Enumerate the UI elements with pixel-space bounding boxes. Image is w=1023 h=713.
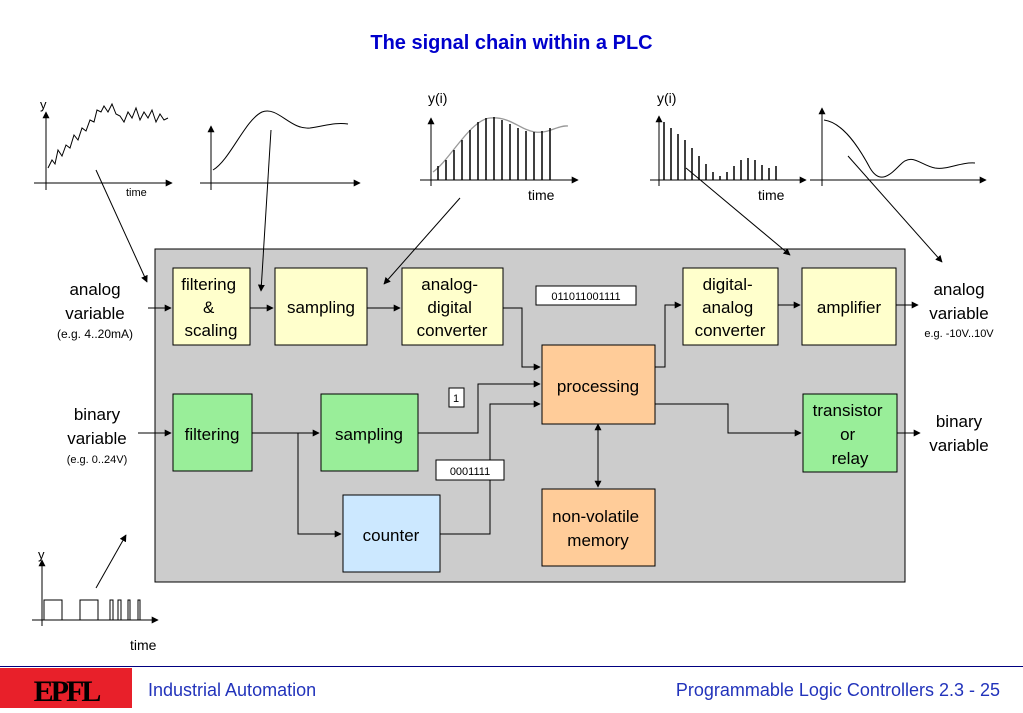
svg-text:variable: variable [929, 304, 989, 323]
svg-text:filtering & scalin: filtering & scaling [181, 275, 241, 340]
pointer-arrow-5 [847, 155, 943, 263]
counter-block: counter [342, 494, 441, 573]
processing-block: processing [541, 344, 656, 425]
analog-input-label: analog variable (e.g. 4..20mA) [57, 280, 133, 341]
svg-text:amplifier: amplifier [817, 298, 882, 317]
filtering-binary-block: filtering [172, 393, 253, 472]
svg-text:transistor or rela: transistor or relay [813, 401, 888, 468]
pointer-arrow-3 [383, 197, 461, 285]
pointer-arrow-2 [257, 129, 272, 292]
svg-text:variable: variable [929, 436, 989, 455]
sampling-analog-block: sampling [274, 267, 368, 346]
svg-text:(e.g. 4..20mA): (e.g. 4..20mA) [57, 327, 133, 341]
graph-binary-pulses: y time [32, 547, 159, 653]
footer-slide-info: Programmable Logic Controllers 2.3 - 25 [675, 680, 1000, 700]
binary-bit-box: 1 [448, 387, 465, 408]
svg-text:variable: variable [65, 304, 125, 323]
svg-text:e.g. -10V..10V: e.g. -10V..10V [924, 328, 994, 340]
graph3-yi-label: y(i) [428, 90, 447, 106]
pointer-arrow-6 [95, 534, 127, 589]
pointer-arrow-1 [95, 169, 148, 283]
graph6-y-label: y [38, 547, 45, 562]
svg-text:processing: processing [557, 377, 639, 396]
svg-text:0001111: 0001111 [450, 466, 490, 478]
pointer-arrow-4 [685, 167, 791, 256]
svg-text:sampling: sampling [335, 425, 403, 444]
signal-chain-diagram: y time y(i) time [32, 90, 994, 653]
footer-divider [0, 666, 1023, 667]
svg-text:analog: analog [69, 280, 120, 299]
svg-text:analog- digital co: analog- digital converter [417, 275, 488, 340]
amplifier-block: amplifier [801, 267, 897, 346]
plc-panel [154, 248, 906, 583]
graph-analog-output [810, 107, 987, 186]
graph1-time-label: time [126, 187, 147, 199]
graph1-y-label: y [40, 97, 47, 112]
graph-output-samples: y(i) time [650, 90, 807, 203]
footer-course-title: Industrial Automation [148, 680, 317, 700]
memory-block: non-volatile memory [541, 488, 656, 567]
svg-text:1: 1 [453, 393, 459, 405]
svg-text:sampling: sampling [287, 298, 355, 317]
graph6-time-label: time [130, 637, 157, 653]
page-title: The signal chain within a PLC [370, 32, 653, 54]
binary-input-label: binary variable (e.g. 0..24V) [67, 405, 128, 466]
svg-text:variable: variable [67, 429, 127, 448]
graph-noisy-analog: y time [34, 97, 173, 199]
graph4-yi-label: y(i) [657, 90, 676, 106]
graph-smooth-analog [200, 110, 361, 190]
svg-text:binary: binary [936, 412, 983, 431]
svg-text:binary: binary [74, 405, 121, 424]
digital-word-box: 011011001111 [535, 285, 637, 306]
svg-text:digital- analog co: digital- analog converter [695, 275, 766, 340]
svg-text:filtering: filtering [185, 425, 240, 444]
sampling-binary-block: sampling [320, 393, 419, 472]
filtering-scaling-block: filtering & scaling [172, 267, 251, 346]
counter-word-box: 0001111 [435, 459, 505, 481]
svg-text:011011001111: 011011001111 [551, 291, 620, 303]
epfl-logo: EPFL [0, 668, 132, 708]
dac-block: digital- analog converter [682, 267, 779, 346]
svg-text:analog: analog [933, 280, 984, 299]
svg-text:EPFL: EPFL [34, 675, 101, 708]
graph3-time-label: time [528, 187, 555, 203]
analog-output-label: analog variable e.g. -10V..10V [924, 280, 994, 340]
svg-text:(e.g. 0..24V): (e.g. 0..24V) [67, 454, 128, 466]
binary-output-label: binary variable [929, 412, 989, 455]
graph4-time-label: time [758, 187, 785, 203]
svg-text:counter: counter [363, 526, 420, 545]
svg-text:non-volatile memory: non-volatile memory [552, 507, 644, 550]
adc-block: analog- digital converter [401, 267, 504, 346]
graph-sampled: y(i) time [420, 90, 579, 203]
transistor-relay-block: transistor or relay [802, 393, 898, 473]
